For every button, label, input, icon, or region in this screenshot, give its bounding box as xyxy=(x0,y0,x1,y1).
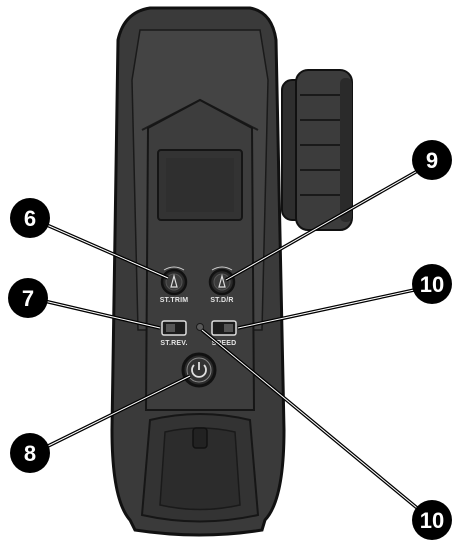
svg-text:10: 10 xyxy=(420,508,444,533)
callout-8: 8 xyxy=(10,433,50,473)
st-rev-label: ST.REV. xyxy=(160,340,187,347)
slide-switch-icon xyxy=(166,324,175,332)
svg-text:8: 8 xyxy=(24,441,36,466)
transmitter-body xyxy=(110,6,286,537)
speed-switch[interactable] xyxy=(211,320,237,336)
st-rev-switch[interactable] xyxy=(161,320,187,336)
svg-text:10: 10 xyxy=(420,272,444,297)
indicator-led-icon xyxy=(196,323,204,331)
callout-7: 7 xyxy=(8,278,48,318)
st-dr-dial[interactable] xyxy=(208,266,236,296)
power-button[interactable] xyxy=(181,352,217,388)
trim-dial-icon xyxy=(170,273,178,288)
callout-10-upper: 10 xyxy=(412,264,452,304)
svg-text:7: 7 xyxy=(22,286,34,311)
st-dr-label: ST.D/R xyxy=(210,297,233,304)
callout-6: 6 xyxy=(10,198,50,238)
steering-wheel xyxy=(281,69,353,231)
trim-dial-icon xyxy=(218,273,226,288)
svg-text:9: 9 xyxy=(426,148,438,173)
leader-highlights xyxy=(39,164,429,518)
st-trim-dial[interactable] xyxy=(160,266,188,296)
speed-label: SPEED xyxy=(212,340,237,347)
slide-switch-icon xyxy=(224,324,233,332)
st-trim-label: ST.TRIM xyxy=(160,297,189,304)
callout-9: 9 xyxy=(412,140,452,180)
callout-10-lower: 10 xyxy=(412,500,452,540)
svg-text:6: 6 xyxy=(24,206,36,231)
power-icon xyxy=(191,362,207,378)
